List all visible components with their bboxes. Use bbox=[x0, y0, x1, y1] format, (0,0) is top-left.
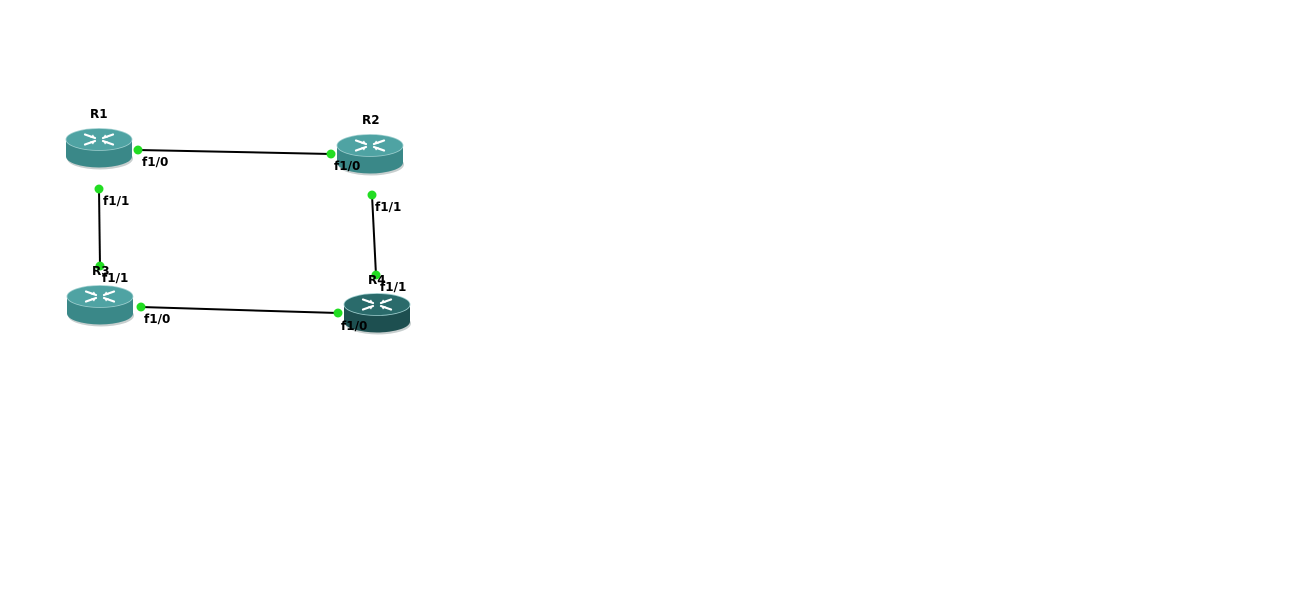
router-label-r1: R1 bbox=[90, 107, 108, 121]
port-label-r3-f1-0: f1/0 bbox=[144, 312, 170, 326]
port-dot-r3-f1-1[interactable] bbox=[95, 261, 105, 271]
link-r1-r2[interactable] bbox=[137, 149, 332, 155]
router-label-r2: R2 bbox=[362, 113, 380, 127]
port-dot-r2-f1-1[interactable] bbox=[367, 190, 377, 200]
routers-layer bbox=[65, 128, 411, 335]
ports-layer bbox=[94, 145, 381, 318]
port-label-r4-f1-0: f1/0 bbox=[341, 319, 367, 333]
port-dot-r3-f1-0[interactable] bbox=[136, 302, 146, 312]
router-label-r4: R4 bbox=[368, 273, 386, 287]
port-dot-r1-f1-0[interactable] bbox=[133, 145, 143, 155]
router-r4[interactable] bbox=[343, 293, 411, 335]
router-r1[interactable] bbox=[65, 128, 133, 170]
router-icon bbox=[65, 128, 133, 170]
port-dot-r4-f1-0[interactable] bbox=[333, 308, 343, 318]
port-dot-r1-f1-1[interactable] bbox=[94, 184, 104, 194]
port-dot-r4-f1-1[interactable] bbox=[371, 270, 381, 280]
link-r2-r4[interactable] bbox=[371, 194, 377, 276]
port-label-r4-f1-1: f1/1 bbox=[380, 280, 406, 294]
link-r1-r3[interactable] bbox=[98, 188, 101, 267]
link-r3-r4[interactable] bbox=[140, 306, 339, 314]
links-layer bbox=[98, 149, 377, 314]
router-icon bbox=[343, 293, 411, 335]
port-label-r2-f1-1: f1/1 bbox=[375, 200, 401, 214]
router-r2[interactable] bbox=[336, 134, 404, 176]
router-icon bbox=[336, 134, 404, 176]
router-icon bbox=[66, 285, 134, 327]
port-label-r1-f1-1: f1/1 bbox=[103, 194, 129, 208]
port-label-r1-f1-0: f1/0 bbox=[142, 155, 168, 169]
router-label-r3: R3 bbox=[92, 264, 110, 278]
port-label-r2-f1-0: f1/0 bbox=[334, 159, 360, 173]
router-r3[interactable] bbox=[66, 285, 134, 327]
port-dot-r2-f1-0[interactable] bbox=[326, 149, 336, 159]
port-label-r3-f1-1: f1/1 bbox=[102, 271, 128, 285]
